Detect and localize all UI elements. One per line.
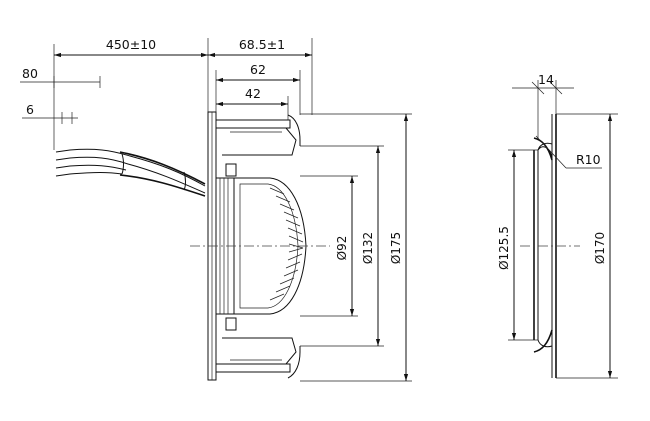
dim-tick-ring-left bbox=[531, 81, 545, 95]
bolt-top bbox=[225, 163, 237, 177]
dim-body-depth-label: 62 bbox=[250, 62, 266, 77]
ring-curve-bottom bbox=[537, 339, 553, 348]
dim-ring-outer-diameter-label: Ø170 bbox=[593, 232, 607, 264]
cone-bottom-body bbox=[222, 337, 297, 365]
cone-top-plate bbox=[215, 119, 291, 129]
wire-4 bbox=[55, 172, 123, 177]
dim-inlet-diameter-label: Ø132 bbox=[361, 232, 375, 264]
cone-bottom-lip bbox=[287, 346, 301, 379]
sheath-end bbox=[121, 153, 124, 175]
cone-bottom-plate bbox=[215, 363, 291, 373]
cable-leads bbox=[55, 148, 206, 197]
dim-ring-thickness-label: 14 bbox=[538, 72, 554, 87]
dim-radius-label: R10 bbox=[576, 152, 601, 167]
inlet-ring-view: 14 R10 Ø125.5 Ø170 bbox=[497, 72, 618, 379]
grommet bbox=[183, 171, 186, 191]
dim-outer-diameter-label: Ø175 bbox=[389, 232, 403, 264]
dim-lead-strip-label: 80 bbox=[22, 66, 38, 81]
dim-hub-depth-label: 42 bbox=[245, 86, 261, 101]
ring-radius-bottom bbox=[533, 329, 553, 353]
dim-overall-depth-label: 68.5±1 bbox=[239, 37, 285, 52]
wire-3 bbox=[55, 164, 127, 171]
impeller-inner bbox=[239, 183, 299, 309]
dim-lead-tin-label: 6 bbox=[26, 102, 34, 117]
dim-cable-length-label: 450±10 bbox=[106, 37, 156, 52]
ring-radius-top bbox=[533, 137, 553, 161]
cone-top-body bbox=[222, 127, 297, 156]
bolt-bottom bbox=[225, 317, 237, 331]
cable-sheath bbox=[119, 151, 206, 197]
wire-2 bbox=[55, 156, 206, 194]
dim-tick-ring-right bbox=[549, 81, 563, 95]
dim-ring-inner-diameter-label: Ø125.5 bbox=[497, 226, 511, 270]
radius-leader bbox=[535, 135, 567, 169]
impeller-blades bbox=[269, 187, 304, 301]
fan-side-view: 450±10 68.5±1 62 42 80 6 bbox=[20, 37, 412, 382]
cone-top-lip bbox=[287, 114, 301, 146]
dim-motor-diameter-label: Ø92 bbox=[335, 236, 349, 261]
